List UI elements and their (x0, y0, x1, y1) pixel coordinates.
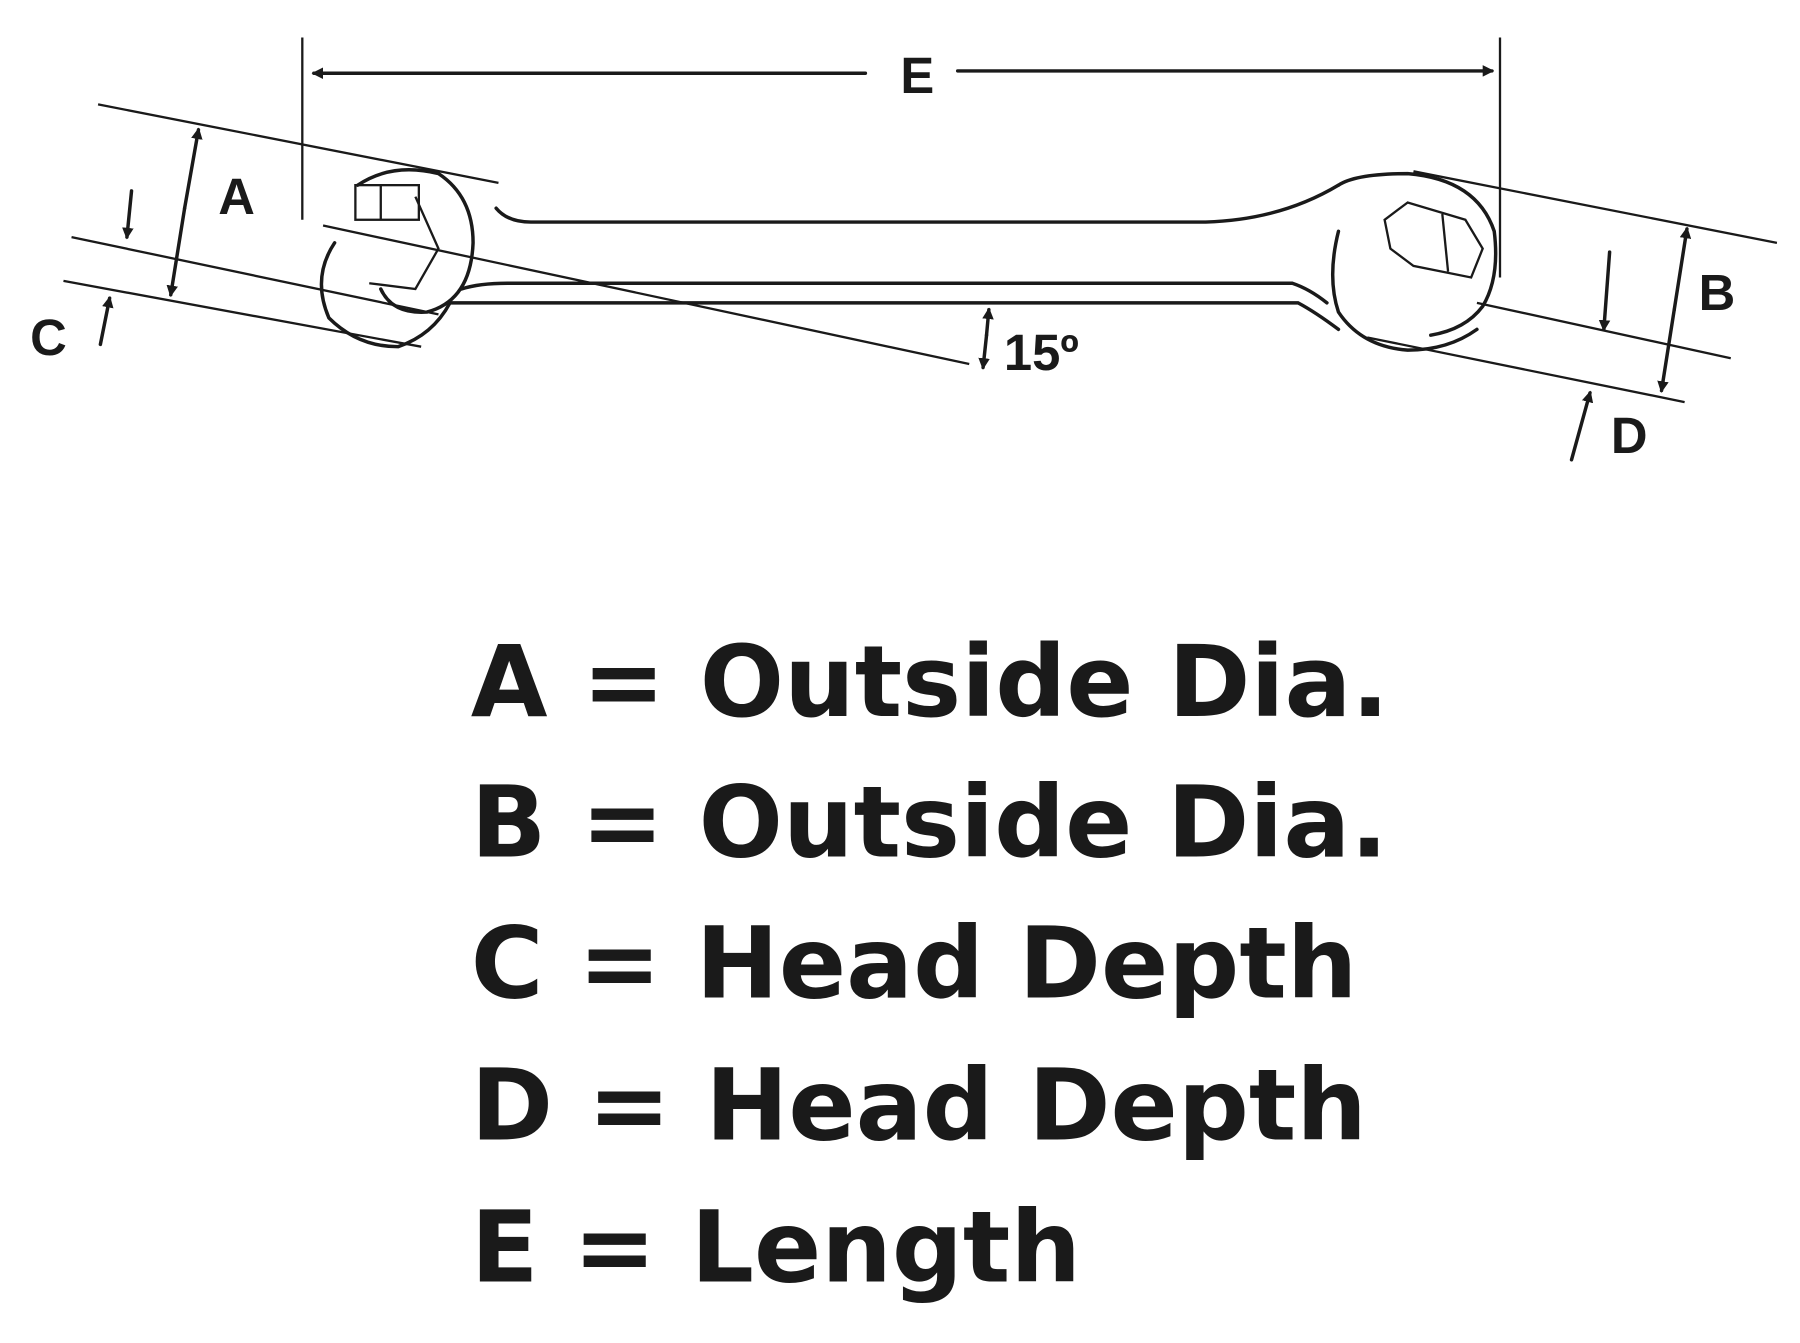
legend-item-a: A = Outside Dia. (471, 625, 1389, 740)
length-dimension: E (301, 37, 1502, 278)
label-d: D (1611, 407, 1648, 464)
label-c: C (30, 309, 67, 366)
offset-angle-indicator: 15º (322, 224, 1079, 381)
legend-item-b: B = Outside Dia. (471, 766, 1388, 881)
head-depth-d-dimension: D (1569, 250, 1648, 464)
label-angle: 15º (1004, 324, 1079, 381)
outside-diameter-b-dimension: B (1367, 170, 1778, 404)
wrench-outline (319, 168, 1498, 352)
head-depth-c-dimension: C (30, 189, 134, 366)
label-e: E (900, 47, 934, 104)
legend-item-d: D = Head Depth (471, 1048, 1367, 1163)
outside-diameter-a-dimension: A (63, 103, 499, 348)
legend-item-e: E = Length (471, 1190, 1081, 1305)
dimension-legend: A = Outside Dia. B = Outside Dia. C = He… (471, 625, 1389, 1305)
label-b: B (1699, 264, 1736, 321)
legend-item-c: C = Head Depth (471, 906, 1358, 1021)
label-a: A (218, 168, 255, 225)
